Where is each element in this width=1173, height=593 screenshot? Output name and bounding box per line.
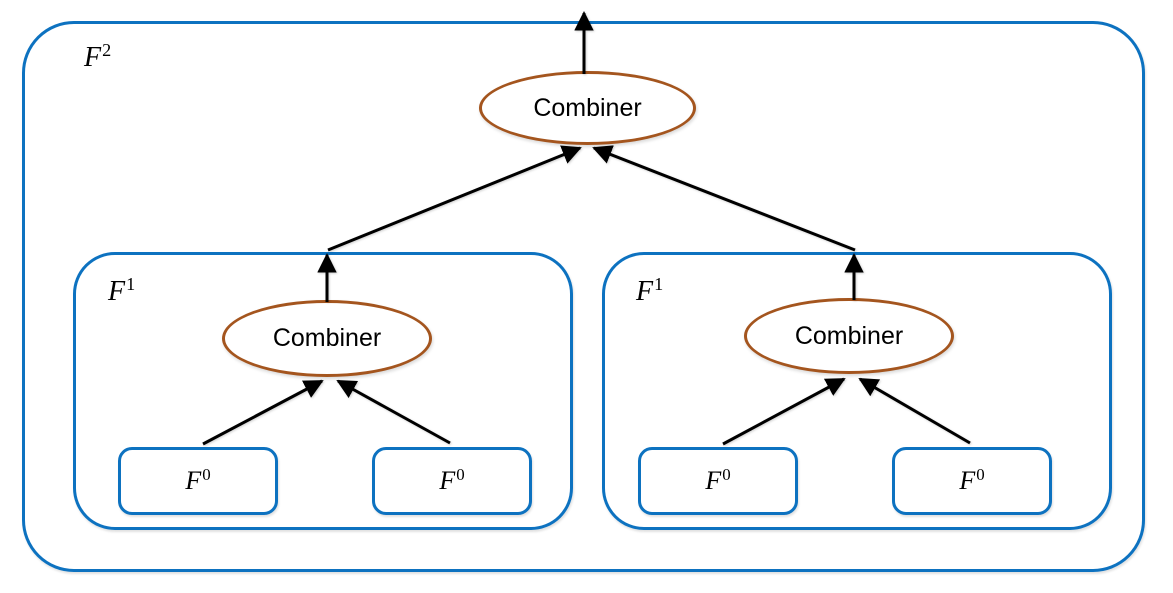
leaf-box-left-2: F0 <box>372 447 532 515</box>
right-group-label: F1 <box>636 275 663 307</box>
top-combiner-label: Combiner <box>533 93 642 122</box>
left-group-label-base: F <box>108 276 126 307</box>
right-combiner-ellipse: Combiner <box>744 298 954 374</box>
outer-group-label-base: F <box>84 42 102 73</box>
leaf-label-superscript: 0 <box>202 464 211 484</box>
leaf-label-base: F <box>705 466 722 495</box>
leaf-label-superscript: 0 <box>722 464 731 484</box>
left-combiner-label: Combiner <box>272 324 382 352</box>
leaf-label: F0 <box>185 464 211 495</box>
leaf-label-superscript: 0 <box>456 464 465 484</box>
leaf-box-right-2: F0 <box>892 447 1052 515</box>
outer-group-label: F2 <box>84 41 111 73</box>
leaf-label-base: F <box>185 466 202 495</box>
leaf-label-base: F <box>439 466 456 495</box>
left-group-label-superscript: 1 <box>126 274 136 294</box>
leaf-label: F0 <box>439 464 465 495</box>
top-combiner-ellipse: Combiner <box>479 71 696 145</box>
leaf-label: F0 <box>705 464 731 495</box>
left-combiner-ellipse: Combiner <box>222 300 432 377</box>
leaf-box-left-1: F0 <box>118 447 278 515</box>
right-combiner-label: Combiner <box>794 321 904 350</box>
leaf-label-superscript: 0 <box>976 464 985 484</box>
leaf-label-base: F <box>959 466 976 495</box>
leaf-box-right-1: F0 <box>638 447 798 515</box>
outer-group-label-superscript: 2 <box>102 40 112 60</box>
leaf-label: F0 <box>959 464 985 495</box>
right-group-label-superscript: 1 <box>654 274 664 294</box>
right-group-label-base: F <box>636 276 654 307</box>
left-group-label: F1 <box>108 275 135 307</box>
